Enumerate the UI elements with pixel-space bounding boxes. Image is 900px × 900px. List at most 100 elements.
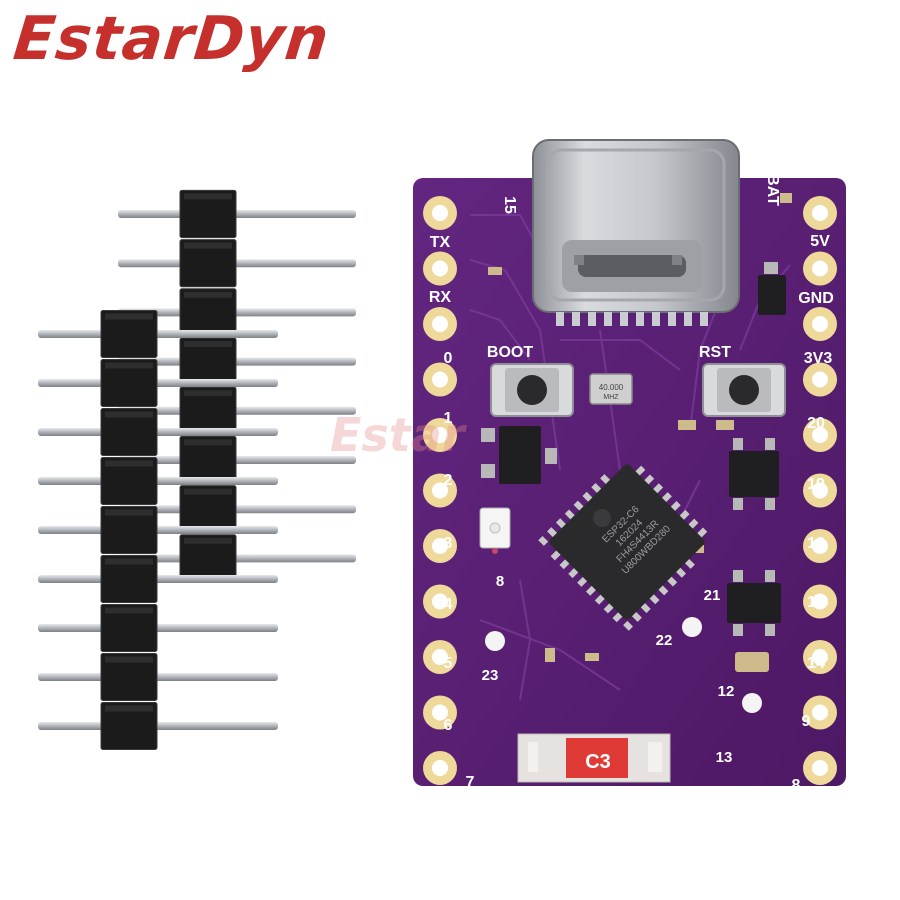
header-pin bbox=[118, 210, 356, 218]
left-pin-label: TX bbox=[430, 234, 451, 251]
rst-label: RST bbox=[699, 344, 731, 361]
pad-hole bbox=[432, 593, 448, 610]
header-pin bbox=[38, 673, 278, 681]
boot-label: BOOT bbox=[487, 344, 533, 361]
pad-hole bbox=[812, 371, 828, 388]
inner-pin-label: 12 bbox=[718, 683, 735, 700]
right-pin-label: BAT bbox=[764, 174, 781, 206]
header-block bbox=[100, 653, 158, 701]
right-pin-label: 20 bbox=[807, 415, 825, 432]
pad-hole bbox=[432, 260, 448, 277]
left-pin-pads bbox=[423, 196, 457, 785]
header-block bbox=[179, 189, 237, 239]
pad-hole bbox=[432, 205, 448, 221]
antenna-module bbox=[517, 733, 671, 783]
inner-pin-labels: 8 23 21 22 12 13 bbox=[482, 573, 735, 766]
pad-hole bbox=[432, 316, 448, 332]
pad-hole bbox=[812, 593, 828, 610]
header-block bbox=[100, 359, 158, 407]
pad-hole bbox=[812, 482, 828, 499]
crystal-marking-line2: MHZ bbox=[603, 394, 619, 401]
esp32-board: 40.000 MHZ bbox=[413, 139, 846, 794]
header-pin bbox=[38, 722, 278, 730]
header-pin bbox=[118, 259, 356, 268]
inner-pin-label: 21 bbox=[704, 587, 721, 604]
header-pins bbox=[38, 330, 278, 730]
rgb-led bbox=[479, 507, 511, 554]
left-pin-label: 6 bbox=[444, 717, 453, 734]
usb-c-connector bbox=[532, 139, 740, 326]
header-block bbox=[179, 239, 237, 288]
rst-button bbox=[702, 363, 786, 417]
header-pin bbox=[38, 624, 278, 632]
pad-hole bbox=[812, 260, 828, 277]
pad-hole bbox=[812, 760, 828, 776]
header-pin bbox=[118, 456, 356, 464]
header-pins bbox=[118, 210, 356, 563]
pad-hole bbox=[812, 704, 828, 721]
header-pin bbox=[38, 379, 278, 387]
right-pin-label: 8 bbox=[792, 777, 801, 794]
right-pin-label: GND bbox=[798, 290, 834, 307]
pad-hole bbox=[432, 427, 448, 443]
pad-hole bbox=[812, 427, 828, 443]
pad-hole bbox=[432, 538, 448, 554]
pad-hole bbox=[432, 649, 448, 665]
header-pin bbox=[118, 357, 356, 366]
header-block bbox=[100, 310, 158, 358]
right-pin-label: 9 bbox=[802, 713, 811, 730]
header-block bbox=[100, 555, 158, 603]
header-pin bbox=[118, 406, 356, 415]
header-block bbox=[100, 702, 158, 750]
left-pin-label: 0 bbox=[444, 350, 453, 367]
left-pin-label: 4 bbox=[444, 596, 453, 613]
left-pin-label: 5 bbox=[444, 655, 453, 672]
esp32-c6-chip: ESP32-C6 162024 FH4S4413R U800WBD280 bbox=[538, 464, 708, 631]
header-pin bbox=[38, 330, 278, 338]
model-label: C3 bbox=[585, 751, 611, 773]
pad-hole bbox=[812, 649, 828, 665]
right-pin-label: 3V3 bbox=[804, 350, 833, 367]
pad-hole bbox=[432, 760, 448, 776]
pad-hole bbox=[432, 371, 448, 388]
pad-hole bbox=[812, 538, 828, 554]
header-pin bbox=[118, 554, 356, 563]
header-pin bbox=[38, 428, 278, 436]
inner-pin-label: 8 bbox=[496, 573, 504, 590]
pad-hole bbox=[432, 482, 448, 499]
inner-pin-label: 22 bbox=[656, 632, 673, 649]
header-block bbox=[100, 408, 158, 456]
crystal-oscillator: 40.000 MHZ bbox=[589, 373, 633, 405]
left-pin-label: RX bbox=[429, 289, 452, 306]
left-pin-label: 7 bbox=[466, 774, 475, 791]
pad-hole bbox=[812, 205, 828, 221]
pad-hole bbox=[812, 316, 828, 332]
left-pin-label: 1 bbox=[444, 410, 453, 427]
crystal-marking-line1: 40.000 bbox=[599, 383, 624, 392]
left-pin-label: 15 bbox=[501, 196, 518, 214]
right-pin-label: 5V bbox=[810, 233, 830, 250]
left-pin-label: 2 bbox=[444, 472, 453, 489]
header-pin bbox=[118, 505, 356, 514]
right-pin-pads bbox=[803, 196, 837, 785]
pin-header-back bbox=[38, 310, 278, 750]
test-pads bbox=[485, 617, 762, 713]
header-pin bbox=[38, 526, 278, 534]
header-pin bbox=[38, 575, 278, 583]
header-block bbox=[100, 506, 158, 554]
small-ics bbox=[481, 262, 786, 636]
header-block bbox=[100, 457, 158, 505]
header-plastic bbox=[100, 310, 158, 750]
inner-pin-label: 13 bbox=[716, 749, 733, 766]
inner-pin-label: 23 bbox=[482, 667, 499, 684]
left-pin-label: 3 bbox=[444, 535, 453, 552]
header-pin bbox=[118, 308, 356, 317]
header-block bbox=[100, 604, 158, 652]
pad-hole bbox=[432, 704, 448, 721]
right-pin-label: 18 bbox=[807, 535, 825, 552]
right-pin-label: 19 bbox=[807, 476, 825, 493]
right-pin-label: 14 bbox=[807, 655, 825, 672]
